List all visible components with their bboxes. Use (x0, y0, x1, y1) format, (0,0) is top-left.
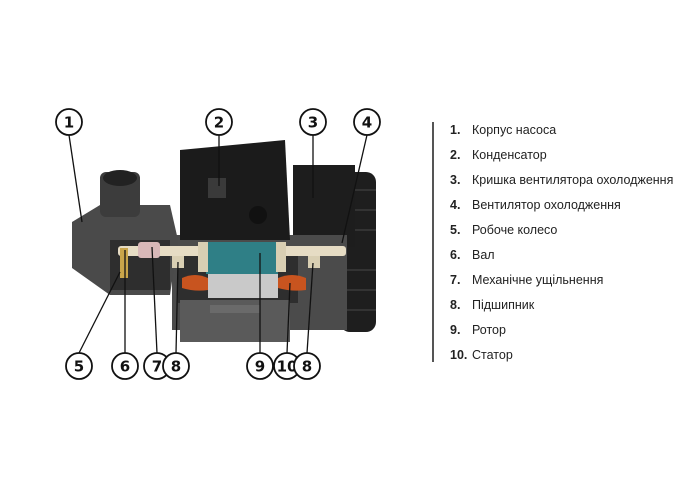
callout-circle (111, 352, 139, 380)
fan-cover (293, 165, 355, 247)
callout-circle (205, 108, 233, 136)
leader-lines (68, 134, 368, 354)
pump-illustration (72, 140, 376, 342)
legend-item: 6. Вал (450, 247, 673, 272)
legend-item: 5. Робоче колесо (450, 222, 673, 247)
callout-number: 5 (74, 358, 84, 376)
legend-item: 4. Вентилятор охолодження (450, 197, 673, 222)
callout-number: 4 (362, 114, 372, 132)
callout-number: 10 (277, 358, 298, 376)
callout-5: 5 (65, 352, 93, 380)
legend-item: 2. Конденсатор (450, 147, 673, 172)
legend-number: 7. (450, 273, 461, 287)
callout-circle (65, 352, 93, 380)
callout-10: 10 (273, 352, 301, 380)
legend-label: Конденсатор (472, 148, 547, 162)
callout-8: 8 (293, 352, 321, 380)
callout-1: 1 (55, 108, 83, 136)
stator (182, 275, 208, 291)
legend-label: Ротор (472, 323, 506, 337)
callout-circle (162, 352, 190, 380)
callout-2: 2 (205, 108, 233, 136)
legend-label: Вал (472, 248, 495, 262)
callout-9: 9 (246, 352, 274, 380)
legend-item: 9. Ротор (450, 322, 673, 347)
legend-label: Робоче колесо (472, 223, 558, 237)
callout-circle (293, 352, 321, 380)
callout-number: 8 (302, 358, 312, 376)
legend-number: 4. (450, 198, 461, 212)
legend-label: Кришка вентилятора охолодження (472, 173, 674, 187)
legend-label: Статор (472, 348, 513, 362)
legend-number: 6. (450, 248, 461, 262)
capacitor-box (180, 140, 290, 240)
legend-number: 1. (450, 123, 461, 137)
legend-number: 3. (450, 173, 461, 187)
callout-6: 6 (111, 352, 139, 380)
callout-number: 2 (214, 114, 224, 132)
callout-circle (55, 108, 83, 136)
bearing (308, 256, 320, 268)
callout-3: 3 (299, 108, 327, 136)
legend-item: 10. Статор (450, 347, 673, 372)
legend-item: 7. Механічне ущільнення (450, 272, 673, 297)
legend-number: 5. (450, 223, 461, 237)
callout-circle (353, 108, 381, 136)
callout-circle (299, 108, 327, 136)
callout-number: 9 (255, 358, 265, 376)
callout-4: 4 (353, 108, 381, 136)
parts-legend: 1. Корпус насоса 2. Конденсатор 3. Кришка вен… (432, 122, 673, 362)
legend-label: Корпус насоса (472, 123, 557, 137)
callout-number: 7 (152, 358, 162, 376)
legend-item: 1. Корпус насоса (450, 122, 673, 147)
legend-number: 2. (450, 148, 461, 162)
legend-label: Механічне ущільнення (472, 273, 604, 287)
callout-circle (246, 352, 274, 380)
legend-label: Підшипник (472, 298, 535, 312)
legend-label: Вентилятор охолодження (472, 198, 621, 212)
legend-item: 8. Підшипник (450, 297, 673, 322)
rotor (206, 242, 278, 274)
legend-number: 10. (450, 348, 468, 362)
callout-number: 6 (120, 358, 130, 376)
legend-item: 3. Кришка вентилятора охолодження (450, 172, 673, 197)
legend-number: 8. (450, 298, 461, 312)
callout-number: 1 (64, 114, 74, 132)
callout-number: 8 (171, 358, 181, 376)
callout-number: 3 (308, 114, 318, 132)
legend-number: 9. (450, 323, 461, 337)
callout-8: 8 (162, 352, 190, 380)
